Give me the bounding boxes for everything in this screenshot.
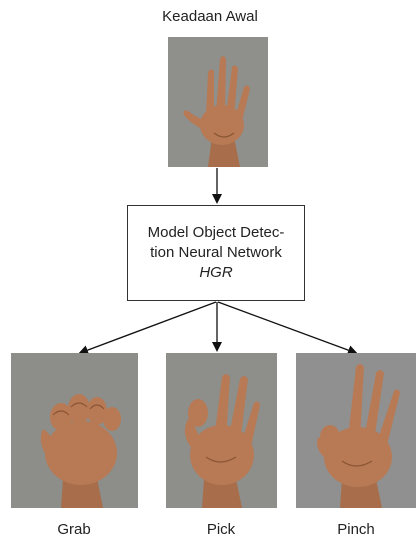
initial-open-hand-image [168,37,268,167]
model-box: Model Object Detec- tion Neural Network … [127,205,305,301]
pick-label: Pick [206,521,236,538]
pinch-label: Pinch [337,521,375,538]
grab-label: Grab [57,521,91,538]
model-line-2: tion Neural Network [150,244,282,261]
pinch-gesture-image [296,353,416,508]
model-line-3: HGR [199,264,233,281]
model-line-1: Model Object Detec- [147,224,285,241]
grab-gesture-image [11,353,138,508]
arrow-to-pinch [217,301,358,355]
initial-state-label: Keadaan Awal [162,8,258,25]
pick-gesture-image [166,353,277,508]
arrow-to-grab [78,301,217,355]
